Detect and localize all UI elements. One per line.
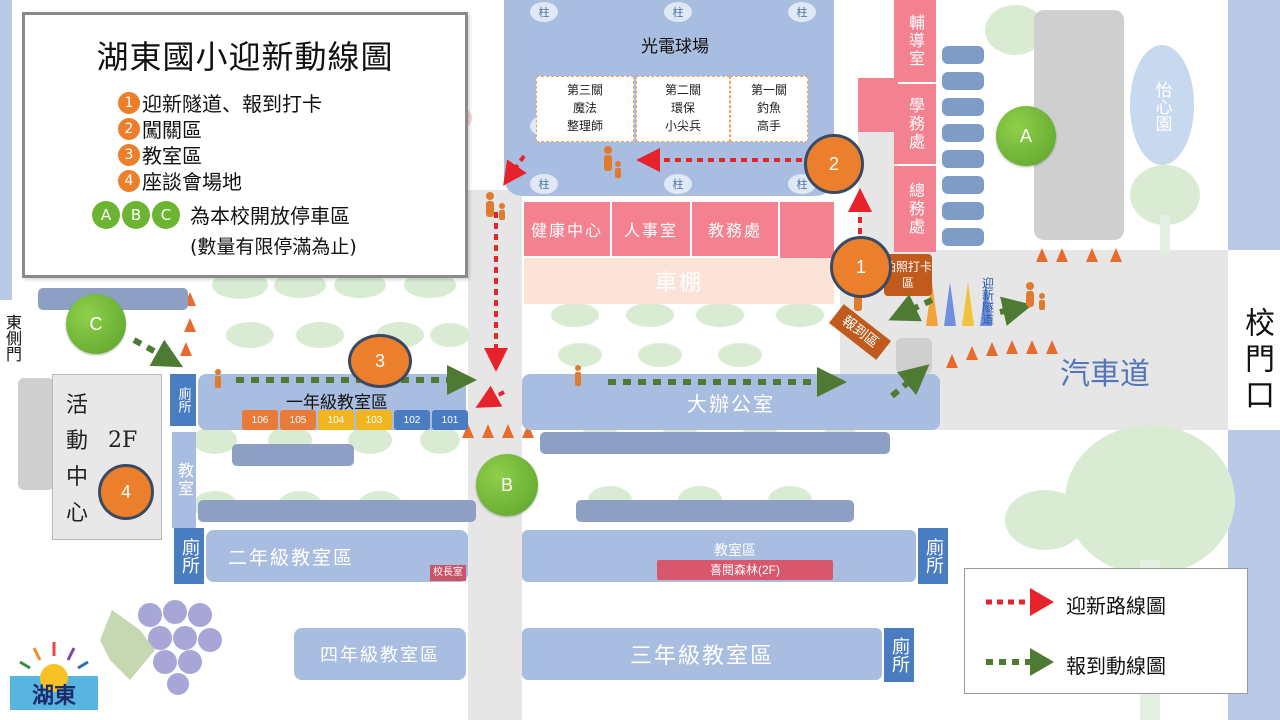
legend-text-2: 闖關區 <box>142 118 202 142</box>
health-center: 健康中心 <box>524 202 610 256</box>
route-legend-symbols <box>986 588 1054 676</box>
sun-logo-icon <box>10 642 98 710</box>
legend-title: 湖東國小迎新動線圖 <box>96 38 394 76</box>
legend-num-4: 4 <box>118 169 140 192</box>
general-affairs-office: 總務處 <box>894 166 936 252</box>
gate-3: 第三關 魔法 整理師 <box>536 76 634 142</box>
legend-text-1: 迎新隧道、報到打卡 <box>142 92 322 116</box>
marker-2-challenge[interactable]: 2 <box>804 134 864 194</box>
gate-3-line2: 魔法 <box>572 101 597 115</box>
activity-center-label: 活動中心 <box>66 393 89 526</box>
parking-marker-a[interactable]: A <box>996 106 1056 166</box>
legend-parking-row: A B C 為本校開放停車區 <box>92 200 350 229</box>
room-102: 102 <box>394 410 430 430</box>
pillar: 柱 <box>664 2 692 22</box>
office-annex <box>858 78 898 132</box>
room-105: 105 <box>280 410 316 430</box>
pillar: 柱 <box>664 174 692 194</box>
school-gate-label: 校門口 <box>1239 307 1274 415</box>
fourth-grade-block: 四年級教室區 <box>294 628 466 680</box>
counseling-office: 輔導室 <box>894 0 936 82</box>
report-route <box>132 294 1033 399</box>
legend-num-1: 1 <box>118 91 140 114</box>
gate-1-line2: 釣魚 <box>756 101 781 115</box>
legend-parking-b: B <box>122 200 150 229</box>
gate-3-line3: 整理師 <box>566 119 603 133</box>
welcome-route <box>475 148 872 408</box>
personnel-office: 人事室 <box>612 202 690 256</box>
second-grade-block: 二年級教室區 <box>206 530 468 582</box>
academic-office: 教務處 <box>692 202 778 256</box>
pillar: 柱 <box>530 2 558 22</box>
report-route-arrow <box>1030 648 1054 676</box>
marker-4-forum[interactable]: 4 <box>98 464 154 520</box>
stadium-label: 光電球場 <box>641 37 709 57</box>
parking-marker-c[interactable]: C <box>66 294 126 354</box>
gate-2-line1: 第二關 <box>664 83 701 97</box>
legend-parking-text: 為本校開放停車區 <box>190 204 350 228</box>
gate-1-line3: 高手 <box>756 119 781 133</box>
forest-library: 喜閱森林(2F) <box>657 560 833 580</box>
gate-1-line1: 第一關 <box>750 83 787 97</box>
legend-num-2: 2 <box>118 117 140 140</box>
room-101: 101 <box>432 410 468 430</box>
legend-parking-a: A <box>92 200 120 229</box>
classroom-center-label: 教室區 <box>714 543 756 559</box>
legend-text-4: 座談會場地 <box>142 170 242 194</box>
student-affairs-office: 學務處 <box>894 84 936 164</box>
toilet-left: 廁所 <box>170 374 196 426</box>
legend-panel <box>22 12 468 278</box>
principal-office: 校長室 <box>430 565 466 581</box>
welcome-route-arrow <box>1030 588 1054 616</box>
classroom-left: 教室 <box>172 432 196 528</box>
third-grade-block: 三年級教室區 <box>522 628 882 680</box>
school-logo: 湖東 <box>10 636 98 710</box>
route-legend-welcome: 迎新路線圖 <box>1066 594 1166 618</box>
gate-1: 第一關 釣魚 高手 <box>730 76 808 142</box>
main-office: 大辦公室 <box>522 374 940 430</box>
toilet-second-grade: 廁所 <box>174 528 204 584</box>
room-106: 106 <box>242 410 278 430</box>
gate-2-line3: 小尖兵 <box>664 119 701 133</box>
legend-text-3: 教室區 <box>142 144 202 168</box>
logo-text: 湖東 <box>31 683 76 709</box>
legend-item-3: 3 教室區 <box>118 140 202 169</box>
route-legend-panel <box>964 568 1248 694</box>
route-legend-report: 報到動線圖 <box>1066 654 1166 678</box>
first-grade-label: 一年級教室區 <box>286 393 388 413</box>
legend-item-1: 1 迎新隧道、報到打卡 <box>118 88 322 117</box>
toilet-center: 廁所 <box>918 528 948 584</box>
parking-marker-b[interactable]: B <box>476 454 538 516</box>
gate-2-line2: 環保 <box>670 101 695 115</box>
legend-item-2: 2 闖關區 <box>118 114 202 143</box>
legend-num-3: 3 <box>118 143 140 166</box>
legend-parking-c: C <box>152 200 180 229</box>
gate-3-line1: 第三關 <box>566 83 603 97</box>
activity-center-2f: 2F <box>108 428 138 453</box>
gate-2: 第二關 環保 小尖兵 <box>636 76 730 142</box>
marker-3-classroom[interactable]: 3 <box>348 334 412 388</box>
yixin-garden-label: 怡心園 <box>1151 80 1172 132</box>
toilet-third-grade: 廁所 <box>884 628 914 682</box>
room-104: 104 <box>318 410 354 430</box>
legend-item-4: 4 座談會場地 <box>118 166 242 195</box>
tunnel-label: 迎新隧道 <box>980 277 995 325</box>
legend-parking-note: (數量有限停滿為止) <box>190 236 357 258</box>
photo-checkin: 拍照打卡區 <box>884 254 932 296</box>
driveway-label: 汽車道 <box>1060 357 1150 392</box>
east-gate-label: 東側門 <box>3 314 22 362</box>
bike-shed: 車棚 <box>524 258 834 304</box>
office-block <box>780 202 834 266</box>
marker-1-checkin[interactable]: 1 <box>830 236 892 298</box>
pillar: 柱 <box>530 174 558 194</box>
room-103: 103 <box>356 410 392 430</box>
pillar: 柱 <box>788 2 816 22</box>
